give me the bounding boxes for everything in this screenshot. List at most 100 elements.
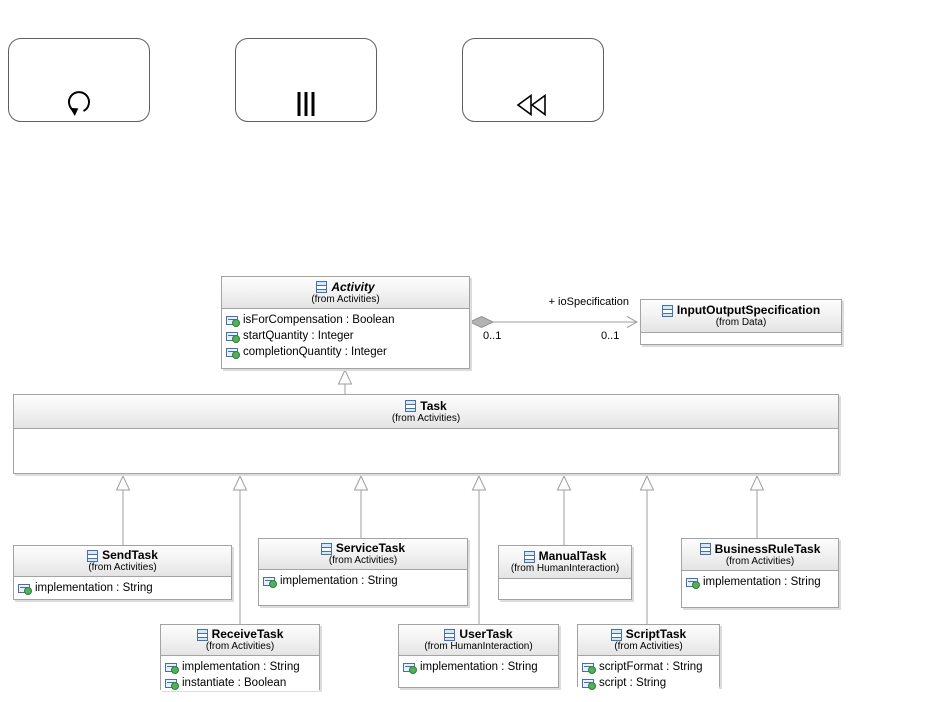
class-receivetask-attributes: implementation : String instantiate : Bo… <box>161 656 319 691</box>
attribute-row: scriptFormat : String <box>578 659 719 675</box>
class-inputoutputspecification-attributes <box>641 333 841 336</box>
generalization-task-activity <box>337 368 353 394</box>
attribute-row: completionQuantity : Integer <box>222 344 469 360</box>
class-sendtask-header: SendTask (from Activities) <box>14 546 231 577</box>
attribute-row: script : String <box>578 675 719 691</box>
attribute-row: implementation : String <box>682 574 838 590</box>
class-inputoutputspecification-header: InputOutputSpecification (from Data) <box>641 300 841 333</box>
class-icon <box>316 281 328 293</box>
class-servicetask-attributes: implementation : String <box>259 570 467 589</box>
attribute-row: isForCompensation : Boolean <box>222 312 469 328</box>
class-activity[interactable]: Activity (from Activities) isForCompensa… <box>221 276 470 369</box>
class-from: (from Activities) <box>88 562 157 573</box>
parallel-marker-shape[interactable] <box>235 38 377 122</box>
aggregation-iospecification <box>468 315 639 329</box>
class-from: (from HumanInteraction) <box>424 641 533 652</box>
generalization-servicetask-task <box>353 474 369 538</box>
class-manualtask-header: ManualTask (from HumanInteraction) <box>499 546 631 579</box>
class-title: ScriptTask <box>625 627 687 641</box>
class-title: ServiceTask <box>335 541 406 555</box>
generalization-receivetask-task <box>232 474 248 624</box>
class-title: BusinessRuleTask <box>714 541 821 556</box>
class-icon <box>405 400 417 412</box>
class-title: ManualTask <box>538 549 607 563</box>
class-icon <box>699 543 711 555</box>
association-name-label: + ioSpecification <box>548 296 629 308</box>
loop-icon <box>64 87 94 117</box>
compensation-marker-shape[interactable] <box>462 38 604 122</box>
class-scripttask[interactable]: ScriptTask (from Activities) scriptForma… <box>577 624 720 691</box>
class-servicetask-header: ServiceTask (from Activities) <box>259 539 467 570</box>
class-title: Activity <box>331 279 375 294</box>
class-task-header: Task (from Activities) <box>14 395 838 429</box>
attribute-icon <box>226 331 240 343</box>
class-icon <box>196 628 208 641</box>
generalization-scripttask-task <box>639 474 655 624</box>
attribute-row: instantiate : Boolean <box>161 675 319 691</box>
source-multiplicity-label: 0..1 <box>483 330 502 342</box>
class-receivetask-header: ReceiveTask (from Activities) <box>161 625 319 656</box>
attribute-row: implementation : String <box>399 659 558 675</box>
generalization-sendtask-task <box>115 474 131 545</box>
class-icon <box>610 628 622 641</box>
attribute-icon <box>263 576 277 588</box>
attribute-icon <box>226 315 240 327</box>
class-scripttask-attributes: scriptFormat : String script : String <box>578 656 719 691</box>
loop-marker-shape[interactable] <box>8 38 150 122</box>
class-title: InputOutputSpecification <box>676 303 821 317</box>
attribute-icon <box>165 678 179 690</box>
class-activity-attributes: isForCompensation : Boolean startQuantit… <box>222 309 469 360</box>
class-task[interactable]: Task (from Activities) <box>13 394 839 474</box>
class-from: (from HumanInteraction) <box>510 563 620 574</box>
class-servicetask[interactable]: ServiceTask (from Activities) implementa… <box>258 538 468 606</box>
attribute-icon <box>165 662 179 674</box>
class-title: SendTask <box>102 548 158 562</box>
class-usertask-header: UserTask (from HumanInteraction) <box>399 625 558 656</box>
class-usertask[interactable]: UserTask (from HumanInteraction) impleme… <box>398 624 559 688</box>
class-title: ReceiveTask <box>211 627 284 641</box>
class-icon <box>444 628 456 641</box>
attribute-row: implementation : String <box>14 580 231 596</box>
attribute-row: implementation : String <box>259 573 467 589</box>
class-businessruletask-header: BusinessRuleTask (from Activities) <box>682 539 838 571</box>
class-icon <box>661 304 673 317</box>
class-icon <box>523 550 535 563</box>
attribute-icon <box>226 347 240 359</box>
class-from: (from Activities) <box>205 641 275 652</box>
class-from: (from Activities) <box>328 555 398 566</box>
class-from: (from Activities) <box>725 555 795 567</box>
class-inputoutputspecification[interactable]: InputOutputSpecification (from Data) <box>640 299 842 345</box>
attribute-icon <box>582 678 596 690</box>
target-multiplicity-label: 0..1 <box>601 330 620 342</box>
class-icon <box>320 542 332 555</box>
parallel-bars-icon <box>297 91 315 117</box>
class-manualtask[interactable]: ManualTask (from HumanInteraction) <box>498 545 632 600</box>
generalization-usertask-task <box>471 474 487 624</box>
generalization-manualtask-task <box>556 474 572 545</box>
attribute-row: startQuantity : Integer <box>222 328 469 344</box>
generalization-businessruletask-task <box>749 474 765 538</box>
attribute-row: implementation : String <box>161 659 319 675</box>
class-icon <box>87 549 99 562</box>
class-scripttask-header: ScriptTask (from Activities) <box>578 625 719 656</box>
class-from: (from Activities) <box>614 641 683 652</box>
class-from: (from Activities) <box>391 412 461 424</box>
class-from: (from Activities) <box>311 293 380 305</box>
class-sendtask[interactable]: SendTask (from Activities) implementatio… <box>13 545 232 600</box>
class-businessruletask[interactable]: BusinessRuleTask (from Activities) imple… <box>681 538 839 608</box>
class-task-attributes <box>14 429 838 432</box>
class-businessruletask-attributes: implementation : String <box>682 571 838 590</box>
class-receivetask[interactable]: ReceiveTask (from Activities) implementa… <box>160 624 320 691</box>
class-manualtask-attributes <box>499 579 631 582</box>
class-title: UserTask <box>459 627 513 641</box>
class-sendtask-attributes: implementation : String <box>14 577 231 596</box>
attribute-icon <box>18 583 32 595</box>
attribute-icon <box>686 577 700 589</box>
class-activity-header: Activity (from Activities) <box>222 277 469 309</box>
class-usertask-attributes: implementation : String <box>399 656 558 675</box>
attribute-icon <box>582 662 596 674</box>
attribute-icon <box>403 662 417 674</box>
compensation-rewind-icon <box>515 93 551 117</box>
class-from: (from Data) <box>715 317 767 328</box>
